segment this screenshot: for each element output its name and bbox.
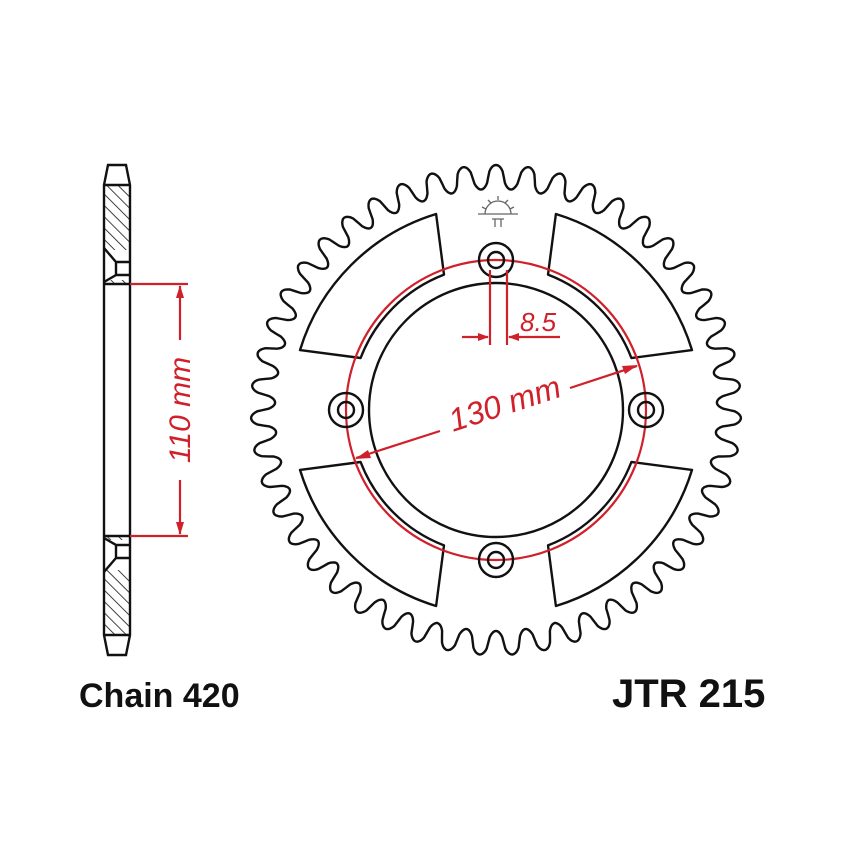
bolt-hole xyxy=(627,391,665,429)
lightening-cutout xyxy=(546,212,694,360)
center-bore xyxy=(367,281,625,539)
bolt-hole xyxy=(327,391,365,429)
bolt-hole-dimension-label: 8.5 xyxy=(520,307,557,337)
part-number-title: JTR 215 xyxy=(612,672,765,716)
chain-label: Chain 420 xyxy=(79,677,240,715)
sprocket-teeth xyxy=(249,163,743,656)
bolt-hole xyxy=(477,541,515,579)
lightening-cutout xyxy=(546,460,694,608)
lightening-cutout xyxy=(298,460,446,608)
side-profile: 110 mm xyxy=(102,163,197,657)
lightening-cutout xyxy=(298,212,446,360)
bolt-circle-dimension-label: 130 mm xyxy=(444,369,565,439)
sprocket-face: 8.5 130 mm xyxy=(249,163,743,656)
bolt-hole xyxy=(477,241,515,279)
width-dimension-label: 110 mm xyxy=(164,357,197,463)
bolt-circle xyxy=(344,258,648,562)
brand-logo-icon xyxy=(478,196,518,227)
